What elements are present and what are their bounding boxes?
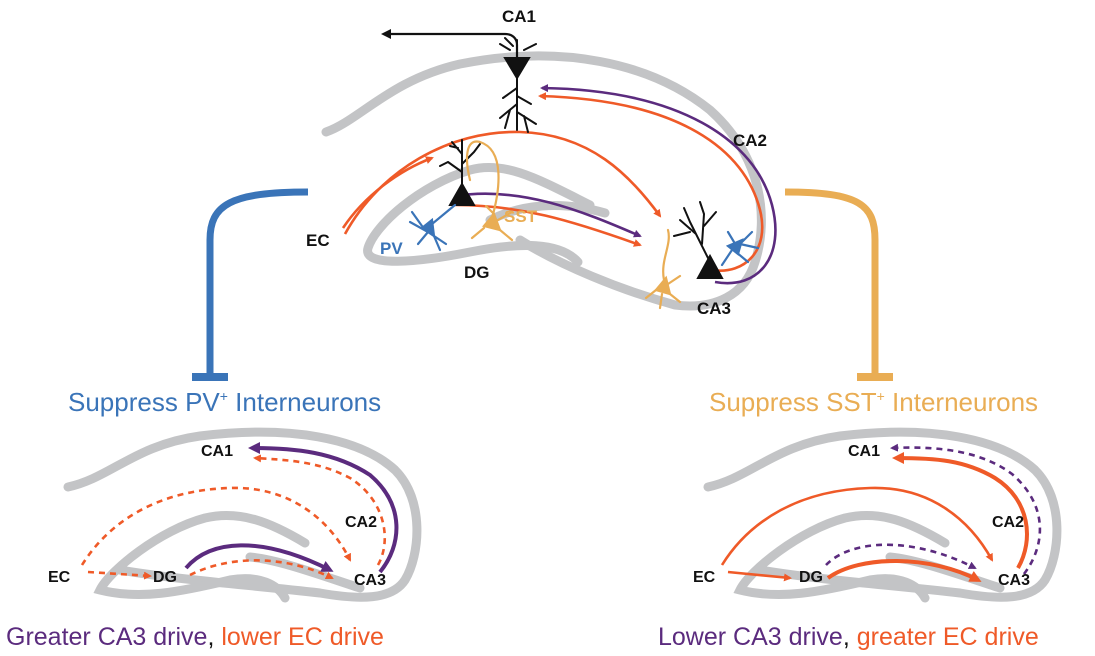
- right-tissue-outline: [703, 427, 1062, 603]
- left-dg-to-ca3-solid: [184, 543, 334, 572]
- right-panel: CA1 CA2 CA3 DG EC Lower CA3 drive, great…: [658, 427, 1062, 651]
- ca3-to-ca1-orange: [538, 92, 764, 272]
- pv-interneuron-ca3: [720, 230, 760, 267]
- dg-label: DG: [464, 263, 490, 282]
- sst-suppression-heading: Suppress SST+ Interneurons: [709, 387, 1038, 417]
- left-tissue-outline: [63, 427, 422, 603]
- left-dg-to-ca3-dashed: [189, 559, 334, 580]
- right-ca3-paths: [825, 443, 1042, 575]
- left-ca3-label: CA3: [354, 572, 386, 589]
- ca3-label: CA3: [697, 299, 731, 318]
- dg-to-ca3-orange: [454, 203, 642, 247]
- left-caption: Greater CA3 drive, lower EC drive: [6, 623, 384, 651]
- dg-to-ca3-purple: [454, 192, 642, 238]
- pv-interneuron-dg: [408, 203, 457, 252]
- left-dg-label: DG: [153, 569, 177, 586]
- ca3-projection-paths: [454, 84, 777, 285]
- right-ec-paths: [720, 452, 1029, 582]
- left-ca2-label: CA2: [345, 514, 377, 531]
- pv-label: PV: [380, 239, 403, 258]
- pv-suppression-heading: Suppress PV+ Interneurons: [68, 387, 381, 417]
- left-ec-paths: [80, 454, 386, 580]
- sst-interneuron-ca3: [644, 228, 682, 310]
- left-ca1-label: CA1: [201, 443, 233, 460]
- left-ec-to-ca3-dashed: [80, 486, 352, 566]
- left-panel: CA1 CA2 CA3 DG EC Greater CA3 drive, low…: [6, 427, 422, 651]
- left-ca3-to-ca1-solid: [248, 442, 399, 574]
- ec-to-ca3-arrow: [343, 130, 662, 235]
- dentate-gyrus-outline: [363, 162, 595, 267]
- left-ca3-to-ca1-dashed: [253, 454, 386, 566]
- top-panel: CA1 CA2 CA3 DG EC PV SST: [306, 7, 777, 318]
- right-caption: Lower CA3 drive, greater EC drive: [658, 623, 1039, 651]
- right-ca1-label: CA1: [848, 443, 880, 460]
- ec-projection-paths: [341, 92, 764, 272]
- ca2-label: CA2: [733, 131, 767, 150]
- right-ec-to-ca3-solid: [720, 486, 994, 566]
- right-ca3-label: CA3: [998, 572, 1030, 589]
- right-ec-to-dg-solid: [727, 570, 792, 582]
- right-ca2-label: CA2: [992, 514, 1024, 531]
- right-ca3-to-ca1-solid: [892, 452, 1029, 569]
- left-ca3-paths: [184, 442, 399, 574]
- left-ec-label: EC: [48, 569, 71, 586]
- ec-label: EC: [306, 231, 330, 250]
- ca3-to-ca1-purple: [540, 84, 777, 285]
- dentate-inner-outline: [485, 201, 610, 225]
- right-ec-label: EC: [693, 569, 716, 586]
- right-dg-label: DG: [799, 569, 823, 586]
- ca1-pyramidal-neuron: [499, 37, 537, 133]
- sst-label: SST: [504, 207, 538, 226]
- dg-granule-neuron: [439, 139, 481, 206]
- sst-interneuron-dg: [465, 140, 514, 242]
- pv-suppression-connector: [192, 188, 309, 381]
- ca1-label: CA1: [502, 7, 536, 26]
- ca3-pyramidal-neuron: [673, 201, 724, 279]
- right-ca3-to-ca1-dashed: [890, 443, 1042, 575]
- sst-suppression-connector: [784, 188, 893, 381]
- right-dg-to-ca3-solid: [826, 559, 982, 582]
- right-dg-to-ca3-dashed: [825, 543, 977, 570]
